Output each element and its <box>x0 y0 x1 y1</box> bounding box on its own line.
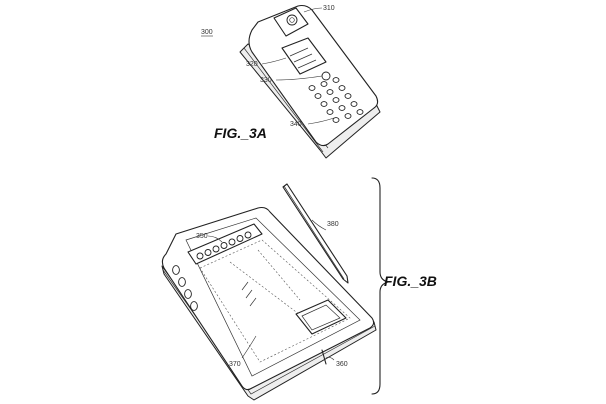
fig-3a-label: FIG._3A <box>214 125 267 141</box>
screen-diagonal <box>229 249 321 331</box>
leader-340 <box>307 117 335 125</box>
fig-3b-label: FIG._3B <box>384 273 437 289</box>
leader-350 <box>207 235 223 243</box>
device-inner-bezel <box>185 217 361 377</box>
ref-380: 380 <box>327 221 339 228</box>
stylus <box>282 183 349 284</box>
fig-3a-phone <box>239 4 381 159</box>
phone-top-face <box>248 4 379 147</box>
ref-330: 330 <box>260 77 272 84</box>
phone-keypad <box>308 77 364 123</box>
leader-320 <box>261 57 287 65</box>
figure-brace <box>371 177 389 395</box>
keypad-strip-buttons <box>196 231 252 260</box>
side-buttons <box>172 265 198 311</box>
leader-380 <box>311 219 327 231</box>
hinge-mark <box>321 349 327 365</box>
fig-3b-device <box>161 183 377 401</box>
leader-360 <box>325 357 335 361</box>
phone-display-window <box>281 37 327 75</box>
stylus-clip <box>283 185 345 280</box>
clasp-button-inner <box>289 17 295 23</box>
leader-330 <box>275 75 323 81</box>
ref-360: 360 <box>336 361 348 368</box>
ref-310: 310 <box>323 5 335 12</box>
phone-button-330 <box>321 71 331 81</box>
leader-370 <box>241 335 257 359</box>
screen-hatch <box>241 281 257 307</box>
ref-300: 300 <box>201 29 213 36</box>
ref-350: 350 <box>196 233 208 240</box>
inset-window-inner <box>301 304 341 331</box>
screen-area <box>199 239 351 363</box>
ref-340: 340 <box>290 121 302 128</box>
ref-370: 370 <box>229 361 241 368</box>
ref-320: 320 <box>246 61 258 68</box>
leader-310 <box>303 7 323 13</box>
clasp-button <box>286 14 298 26</box>
display-glare <box>289 47 317 69</box>
